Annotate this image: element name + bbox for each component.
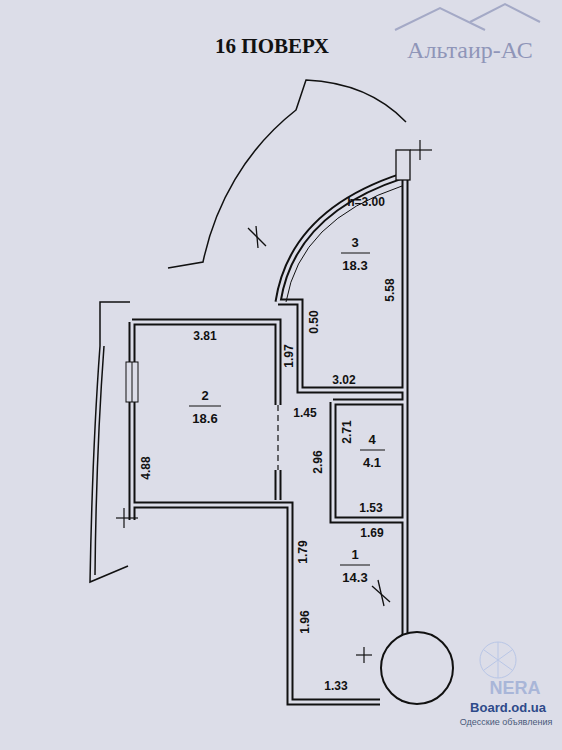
room-area: 18.3 bbox=[342, 258, 367, 273]
floor-title: 16 ПОВЕРХ bbox=[215, 34, 329, 59]
window bbox=[126, 362, 138, 402]
room-area: 18.6 bbox=[192, 411, 217, 426]
dimension: 1.97 bbox=[282, 344, 296, 367]
dimension: 5.58 bbox=[383, 278, 397, 301]
dimension: 3.81 bbox=[193, 329, 216, 343]
dimension: 2.96 bbox=[311, 450, 325, 473]
watermark: NERA bbox=[489, 678, 540, 699]
staircase-circle bbox=[381, 632, 453, 704]
grid-marks bbox=[116, 140, 432, 663]
room-area: 4.1 bbox=[363, 455, 381, 470]
dimension: 0.50 bbox=[307, 310, 321, 333]
dimension: 1.69 bbox=[360, 526, 383, 540]
dimension: 1.53 bbox=[359, 501, 382, 515]
room-number: 3 bbox=[351, 235, 358, 250]
logo-mark bbox=[480, 642, 516, 678]
watermark: Одесские объявления bbox=[460, 717, 553, 727]
room-number: 4 bbox=[368, 432, 375, 447]
door-marks bbox=[248, 150, 410, 606]
logo-roof bbox=[395, 4, 540, 30]
walls bbox=[132, 172, 405, 702]
room-number: 1 bbox=[351, 547, 358, 562]
watermark: Board.od.ua bbox=[470, 700, 546, 715]
dimension: 4.88 bbox=[139, 456, 153, 479]
dimension: 1.79 bbox=[296, 540, 310, 563]
height-label: h=3.00 bbox=[347, 195, 385, 209]
room-area: 14.3 bbox=[342, 570, 367, 585]
dimension: 1.33 bbox=[324, 679, 347, 693]
room-number: 2 bbox=[201, 388, 208, 403]
dimension: 1.96 bbox=[298, 610, 312, 633]
dimension: 2.71 bbox=[340, 420, 354, 443]
dimension: 3.02 bbox=[332, 373, 355, 387]
dimension: 1.45 bbox=[293, 406, 316, 420]
fraction-bars bbox=[189, 253, 385, 565]
watermark: Альтаир-АС bbox=[407, 37, 533, 64]
